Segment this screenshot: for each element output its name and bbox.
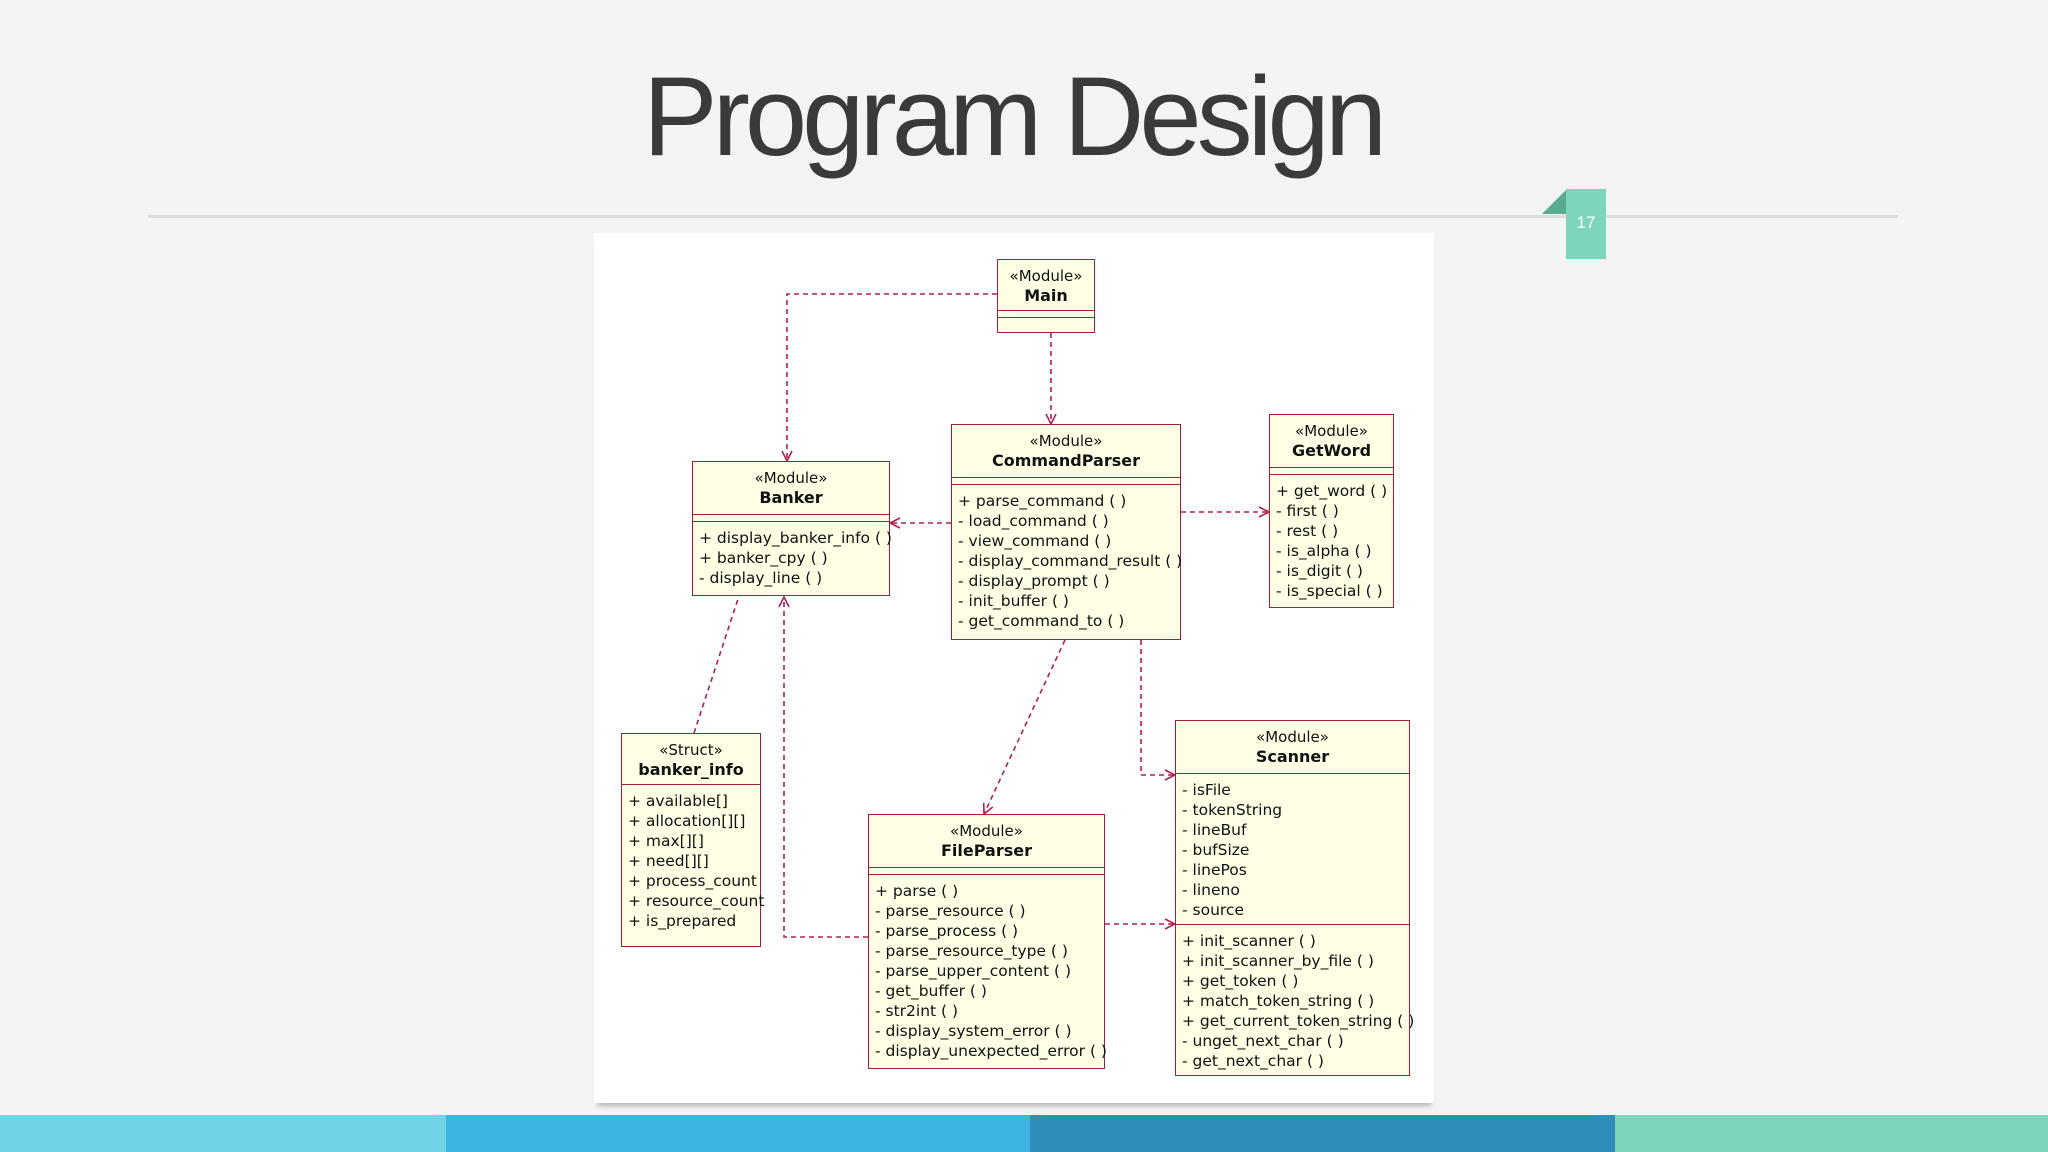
- dep-commandparser-scanner: [1140, 640, 1175, 775]
- operation: + display_banker_info ( ): [699, 529, 892, 547]
- module-getword[interactable]: «Module» GetWord + get_word ( ) - first …: [1269, 414, 1394, 608]
- attribute: - bufSize: [1182, 841, 1250, 859]
- field: + resource_count: [628, 892, 765, 910]
- module-main[interactable]: «Module» Main: [997, 259, 1095, 333]
- module-name: banker_info: [638, 760, 744, 779]
- operation: - parse_resource ( ): [875, 902, 1026, 920]
- operation: - str2int ( ): [875, 1002, 959, 1020]
- footer-segment: [1615, 1115, 2048, 1152]
- module-scanner[interactable]: «Module» Scanner - isFile - tokenString …: [1175, 720, 1415, 1076]
- stereotype-label: «Module»: [1009, 267, 1083, 285]
- field: + available[]: [628, 792, 728, 810]
- operation: + match_token_string ( ): [1182, 992, 1375, 1010]
- operation: - display_command_result ( ): [958, 552, 1183, 570]
- attribute: - lineBuf: [1182, 821, 1247, 839]
- attributes-section: [1270, 467, 1393, 474]
- operation: - view_command ( ): [958, 532, 1112, 550]
- operation: - get_command_to ( ): [958, 612, 1125, 630]
- slide-title: Program Design: [642, 54, 1387, 179]
- attribute: - lineno: [1182, 881, 1240, 899]
- module-name: FileParser: [941, 841, 1032, 860]
- stereotype-label: «Module»: [1029, 432, 1103, 450]
- operation: - is_special ( ): [1276, 582, 1383, 600]
- struct-banker-info[interactable]: «Struct» banker_info + available[] + all…: [621, 733, 765, 947]
- stereotype-label: «Module»: [1295, 422, 1368, 440]
- stereotype-label: «Module»: [950, 822, 1023, 840]
- operation: + banker_cpy ( ): [699, 549, 828, 567]
- page-tag-fold: [1542, 190, 1566, 214]
- footer-segment: [0, 1115, 446, 1152]
- operation: + get_word ( ): [1276, 482, 1388, 500]
- dep-main-banker: [787, 293, 997, 461]
- attribute: - tokenString: [1182, 801, 1283, 819]
- footer-bar: [0, 1115, 2048, 1152]
- operations-section: [998, 317, 1094, 324]
- field: + allocation[][]: [628, 812, 746, 830]
- attributes-section: - isFile - tokenString - lineBuf - bufSi…: [1176, 773, 1409, 924]
- title-divider: [148, 215, 1898, 218]
- stereotype-label: «Module»: [754, 469, 828, 487]
- module-name: Scanner: [1255, 747, 1330, 766]
- operation: - display_line ( ): [699, 569, 823, 587]
- page-tag: [1566, 189, 1606, 259]
- module-commandparser[interactable]: «Module» CommandParser + parse_command (…: [951, 424, 1183, 640]
- attributes-section: [869, 867, 1104, 874]
- field: + max[][]: [628, 832, 704, 850]
- operation: - get_next_char ( ): [1182, 1052, 1324, 1070]
- dep-bankerinfo-banker: [693, 595, 740, 734]
- attribute: - source: [1182, 901, 1244, 919]
- attribute: - linePos: [1182, 861, 1247, 879]
- operations-section: + parse_command ( ) - load_command ( ) -…: [952, 484, 1183, 635]
- operation: + get_token ( ): [1182, 972, 1299, 990]
- module-banker[interactable]: «Module» Banker + display_banker_info ( …: [692, 461, 892, 596]
- operation: - display_prompt ( ): [958, 572, 1110, 590]
- operations-section: + get_word ( ) - first ( ) - rest ( ) - …: [1270, 474, 1393, 605]
- page-number: 17: [1576, 213, 1596, 232]
- operations-section: + init_scanner ( ) + init_scanner_by_fil…: [1176, 924, 1415, 1075]
- footer-segment: [1030, 1115, 1615, 1152]
- module-name: GetWord: [1291, 441, 1372, 460]
- fields-section: + available[] + allocation[][] + max[][]…: [622, 784, 765, 935]
- attributes-section: [952, 477, 1180, 484]
- operation: - display_unexpected_error ( ): [875, 1042, 1107, 1060]
- operation: - unget_next_char ( ): [1182, 1032, 1344, 1050]
- operation: + get_current_token_string ( ): [1182, 1012, 1415, 1030]
- operation: + parse_command ( ): [958, 492, 1127, 510]
- operation: - rest ( ): [1276, 522, 1339, 540]
- stereotype-label: «Module»: [1256, 728, 1329, 746]
- operation: - init_buffer ( ): [958, 592, 1069, 610]
- dep-fileparser-banker: [784, 597, 868, 938]
- operation: - load_command ( ): [958, 512, 1109, 530]
- module-fileparser[interactable]: «Module» FileParser + parse ( ) - parse_…: [868, 814, 1107, 1069]
- module-name: Main: [1024, 286, 1068, 305]
- operation: - is_alpha ( ): [1276, 542, 1372, 560]
- operation: - parse_resource_type ( ): [875, 942, 1068, 960]
- operation: + parse ( ): [875, 882, 959, 900]
- footer-segment: [446, 1115, 1030, 1152]
- field: + process_count: [628, 872, 757, 890]
- operation: - display_system_error ( ): [875, 1022, 1072, 1040]
- operation: - parse_process ( ): [875, 922, 1019, 940]
- operation: - get_buffer ( ): [875, 982, 987, 1000]
- attributes-section: [693, 514, 889, 521]
- attributes-section: [998, 310, 1094, 317]
- attribute: - isFile: [1182, 781, 1231, 799]
- field: + is_prepared: [628, 912, 737, 930]
- stereotype-label: «Struct»: [659, 741, 723, 759]
- operation: - first ( ): [1276, 502, 1339, 520]
- module-name: Banker: [759, 488, 823, 507]
- field: + need[][]: [628, 852, 709, 870]
- dep-commandparser-fileparser: [984, 639, 1066, 814]
- operation: + init_scanner ( ): [1182, 932, 1316, 950]
- operations-section: + display_banker_info ( ) + banker_cpy (…: [693, 521, 892, 592]
- operations-section: + parse ( ) - parse_resource ( ) - parse…: [869, 874, 1107, 1065]
- module-name: CommandParser: [992, 451, 1140, 470]
- operation: - parse_upper_content ( ): [875, 962, 1072, 980]
- operation: + init_scanner_by_file ( ): [1182, 952, 1374, 970]
- operation: - is_digit ( ): [1276, 562, 1363, 580]
